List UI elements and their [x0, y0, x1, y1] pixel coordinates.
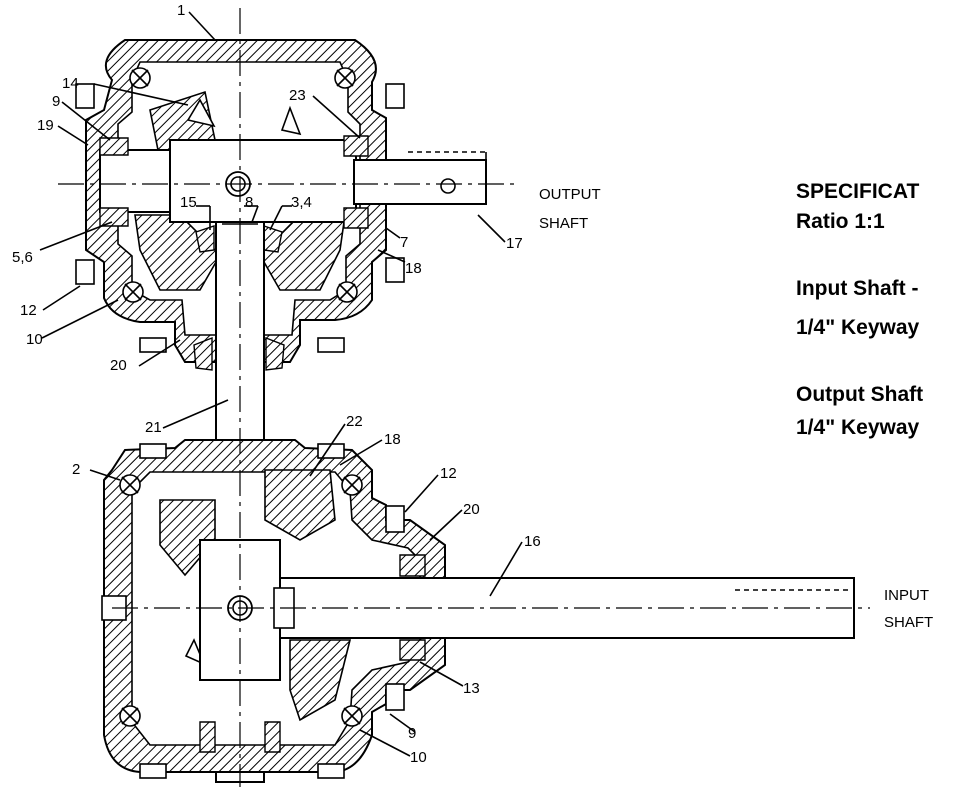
part-number-19: 19: [37, 117, 54, 134]
pin-hole-icon: [440, 178, 456, 194]
leader-lines: [39, 11, 523, 757]
part-number-18: 18: [405, 260, 422, 277]
part-number-9-lower: 9: [408, 725, 416, 742]
bolt-head-icon: [385, 257, 405, 283]
part-number-10: 10: [26, 331, 43, 348]
spec-input-shaft-line2: 1/4" Keyway: [796, 316, 920, 339]
spec-ratio: Ratio 1:1: [796, 210, 885, 233]
part-number-1: 1: [177, 2, 185, 19]
part-number-5-6: 5,6: [12, 249, 33, 266]
bolt-head-icon: [385, 83, 405, 109]
bolt-head-icon: [385, 683, 405, 711]
part-number-10-lower: 10: [410, 749, 427, 766]
bolt-head-icon: [139, 337, 167, 353]
part-number-15: 15: [180, 194, 197, 211]
part-number-17: 17: [506, 235, 523, 252]
spec-output-shaft-line1: Output Shaft: [796, 383, 924, 406]
part-number-8: 8: [245, 194, 253, 211]
part-callouts: 1 14 9 19 23 15 8 3,4 5,6 7 17 18 12 10 …: [12, 2, 541, 766]
part-number-12-lower: 12: [440, 465, 457, 482]
part-number-12: 12: [20, 302, 37, 319]
bolt-head-icon: [317, 337, 345, 353]
output-shaft-label-line2: SHAFT: [539, 215, 588, 232]
part-number-3-4: 3,4: [291, 194, 312, 211]
upper-gearbox: [75, 39, 487, 371]
output-gear-hub: [169, 139, 357, 223]
output-shaft: [353, 159, 487, 205]
part-number-13: 13: [463, 680, 480, 697]
bolt-head-icon: [75, 83, 95, 109]
input-shaft-label-line1: INPUT: [884, 587, 929, 604]
part-number-14: 14: [62, 75, 79, 92]
part-number-7: 7: [400, 234, 408, 251]
part-number-23: 23: [289, 87, 306, 104]
specifications-title: SPECIFICAT: [796, 180, 920, 203]
spec-input-shaft-line1: Input Shaft -: [796, 277, 919, 300]
part-number-20: 20: [110, 357, 127, 374]
part-number-16: 16: [524, 533, 541, 550]
bolt-head-icon: [75, 259, 95, 285]
bolt-head-icon: [139, 763, 167, 779]
lower-gearbox: [101, 439, 855, 779]
part-number-18-lower: 18: [384, 431, 401, 448]
bolt-head-icon: [139, 443, 167, 459]
output-shaft-label-line1: OUTPUT: [539, 186, 601, 203]
bolt-head-icon: [317, 763, 345, 779]
part-number-20-lower: 20: [463, 501, 480, 518]
input-shaft-label-line2: SHAFT: [884, 614, 933, 631]
part-number-22: 22: [346, 413, 363, 430]
part-number-9: 9: [52, 93, 60, 110]
part-number-21: 21: [145, 419, 162, 436]
spec-output-shaft-line2: 1/4" Keyway: [796, 416, 920, 439]
bolt-head-icon: [385, 505, 405, 533]
part-number-2: 2: [72, 461, 80, 478]
